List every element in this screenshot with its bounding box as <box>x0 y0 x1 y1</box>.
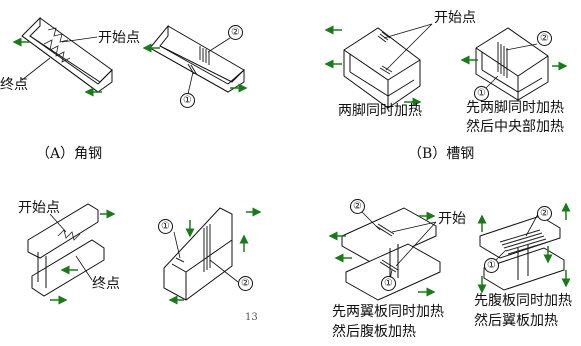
heating-hatch-ibeam-left <box>375 223 399 273</box>
leader-start-ibeam-1 <box>391 221 437 233</box>
leader-start-b-left-1 <box>383 23 433 39</box>
marker-1-a-right: ① <box>180 93 195 108</box>
page-number: 13 <box>245 312 258 323</box>
angle-steel-left <box>21 16 113 93</box>
leader-2-tee-right <box>209 259 239 283</box>
caption-channel-legs-l1: 先两脚同时加热 <box>466 100 564 116</box>
marker-2-a-right: ② <box>228 25 243 40</box>
heating-zigzag-tee-left <box>57 229 81 241</box>
leader-start-ibeam-2 <box>395 221 437 267</box>
label-start-ibeam: 开始 <box>438 211 466 227</box>
heating-hatch-b-left <box>377 31 393 75</box>
leader-start-tee-left <box>49 213 67 233</box>
leader-2-ibeam-left <box>361 211 381 231</box>
caption-channel-steel: （B）槽钢 <box>408 146 475 162</box>
label-start-point-a: 开始点 <box>98 30 140 46</box>
leader-2-ibeam-right <box>525 213 539 237</box>
marker-2-tee-right: ② <box>238 276 253 291</box>
heating-hatch-b-right <box>497 42 508 78</box>
marker-2-b-right: ② <box>537 31 552 46</box>
caption-ibeam-web-l1: 先腹板同时加热 <box>474 293 572 309</box>
label-end-point-a: 终点 <box>0 77 28 93</box>
ibeam-right <box>479 215 565 291</box>
label-start-point-b: 开始点 <box>434 10 476 26</box>
leader-start-a-left <box>61 36 98 43</box>
marker-2-ibeam-right: ② <box>537 206 552 221</box>
caption-channel-both-legs: 两脚同时加热 <box>338 103 422 119</box>
marker-1-b-right: ① <box>474 86 489 101</box>
caption-channel-legs-l2: 然后中央部加热 <box>466 119 564 135</box>
leader-1-tee-right <box>173 231 181 259</box>
caption-ibeam-flanges-l1: 先两翼板同时加热 <box>332 304 444 320</box>
leader-end-tee-left <box>75 255 93 281</box>
label-start-point-tee: 开始点 <box>18 200 60 216</box>
channel-steel-right <box>475 27 549 101</box>
leader-end-a-left <box>21 57 51 81</box>
leader-start-b-left-2 <box>385 23 433 71</box>
heating-hatch-tee-right <box>175 224 211 272</box>
heating-zigzag-a-left <box>43 27 71 63</box>
marker-1-ibeam-left: ① <box>381 276 396 291</box>
leader-2-a-right <box>207 37 231 53</box>
marker-1-tee-right: ① <box>158 219 173 234</box>
heating-hatch-ibeam-right <box>499 229 549 255</box>
ibeam-left <box>341 207 441 301</box>
leader-1-b-right <box>485 75 499 89</box>
caption-ibeam-flanges-l2: 然后腹板加热 <box>332 324 416 340</box>
leader-1-a-right <box>187 71 194 95</box>
channel-steel-left <box>343 27 421 109</box>
label-end-point-tee: 终点 <box>92 276 120 292</box>
marker-2-ibeam-left: ② <box>350 199 365 214</box>
tee-steel-right <box>163 207 233 301</box>
caption-angle-steel: （A）角钢 <box>36 146 103 162</box>
caption-ibeam-web-l2: 然后翼板加热 <box>474 313 558 329</box>
marker-1-ibeam-right: ① <box>484 258 499 273</box>
leader-2-b-right <box>505 43 538 51</box>
